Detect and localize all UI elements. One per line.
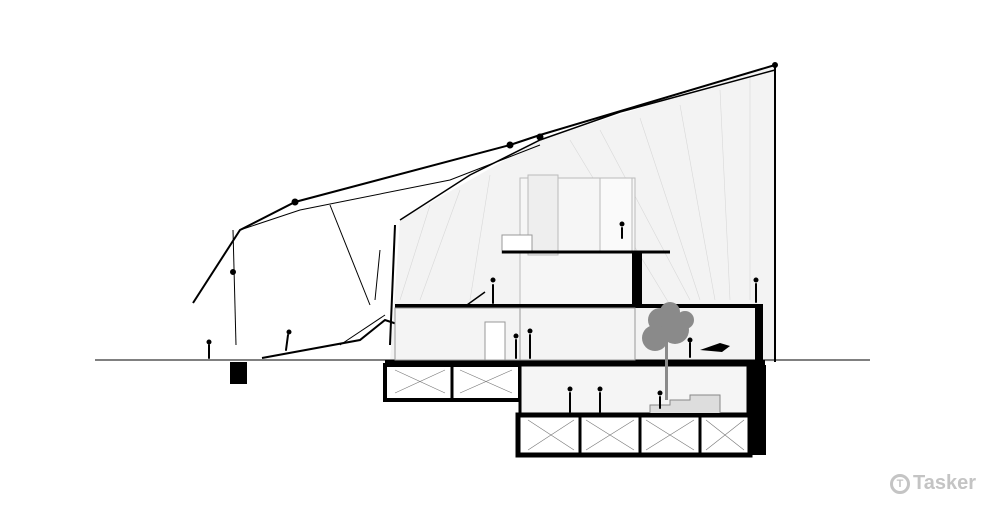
- interior-walls: [394, 307, 636, 361]
- watermark-text: Tasker: [913, 472, 977, 494]
- roof-structure: [192, 62, 778, 362]
- tower-core: [501, 174, 670, 307]
- basement: [383, 363, 766, 458]
- piano: [700, 343, 730, 352]
- watermark: T Tasker: [890, 472, 976, 495]
- floor-slabs: [385, 304, 765, 365]
- people-silhouettes: [206, 221, 759, 413]
- footing: [230, 362, 247, 384]
- tree: [642, 302, 694, 400]
- tasker-logo-icon: T: [890, 473, 910, 494]
